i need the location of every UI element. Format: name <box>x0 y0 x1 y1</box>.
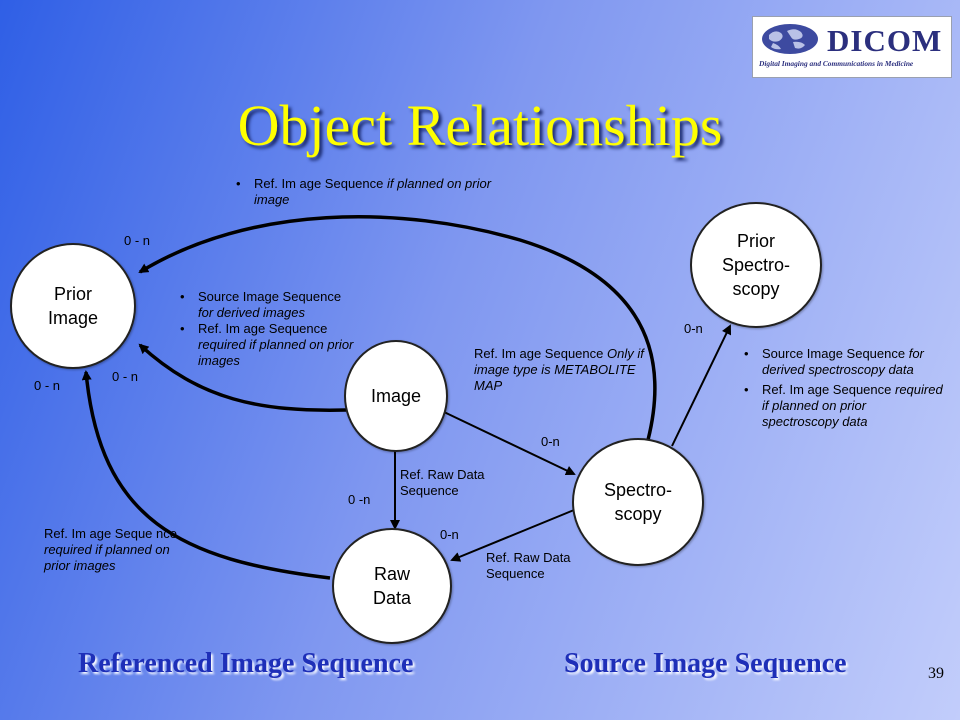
slide-title: Object Relationships <box>237 93 723 158</box>
cardinality-image-prior: 0 - n <box>112 369 139 384</box>
page-number: 39 <box>928 665 944 682</box>
annotation-source-derived: Source Image Sequence for derived images… <box>176 289 356 369</box>
cardinality-spectro-raw: 0-n <box>440 527 459 542</box>
annotation-metabolite: Ref. Im age Sequence Only if image type … <box>474 346 644 393</box>
node-prior-image: Prior Image <box>10 243 136 369</box>
node-raw-data: Raw Data <box>332 528 452 644</box>
cardinality-top-prior: 0 - n <box>124 233 151 248</box>
edge-image-to-prior-image <box>138 343 347 412</box>
annotation-spectro-raw-sequence: Ref. Raw Data Sequence <box>486 550 571 581</box>
footer-source-image-sequence: Source Image Sequence <box>564 648 847 679</box>
node-image: Image <box>344 340 448 452</box>
footer-referenced-image-sequence: Referenced Image Sequence <box>78 648 414 679</box>
logo-name: DICOM <box>827 23 943 58</box>
node-spectroscopy: Spectro- scopy <box>572 438 704 566</box>
annotation-spectro: Source Image Sequence for derived spectr… <box>740 346 946 430</box>
annotation-top: Ref. Im age Sequence if planned on prior… <box>232 176 522 208</box>
cardinality-image-spectro: 0-n <box>541 434 560 449</box>
annotation-left-bottom: Ref. Im age Seque nce required if planne… <box>44 526 177 573</box>
node-prior-spectroscopy: Prior Spectro- scopy <box>690 202 822 328</box>
globe-icon <box>762 24 818 54</box>
edge-raw-to-prior-image <box>81 370 331 580</box>
edge-spectro-to-prior-image <box>138 215 657 441</box>
cardinality-raw-prior: 0 - n <box>34 378 61 393</box>
logo-tagline: Digital Imaging and Communications in Me… <box>759 59 914 68</box>
edge-image-to-spectro <box>443 411 576 476</box>
edge-spectro-to-prior-spectro <box>671 324 732 447</box>
dicom-logo: DICOM Digital Imaging and Communications… <box>752 16 952 78</box>
cardinality-spectro-prior-spectro: 0-n <box>684 321 703 336</box>
cardinality-image-raw: 0 -n <box>348 492 371 507</box>
annotation-raw-sequence: Ref. Raw Data Sequence <box>400 467 485 498</box>
edge-spectro-to-raw <box>450 509 575 562</box>
